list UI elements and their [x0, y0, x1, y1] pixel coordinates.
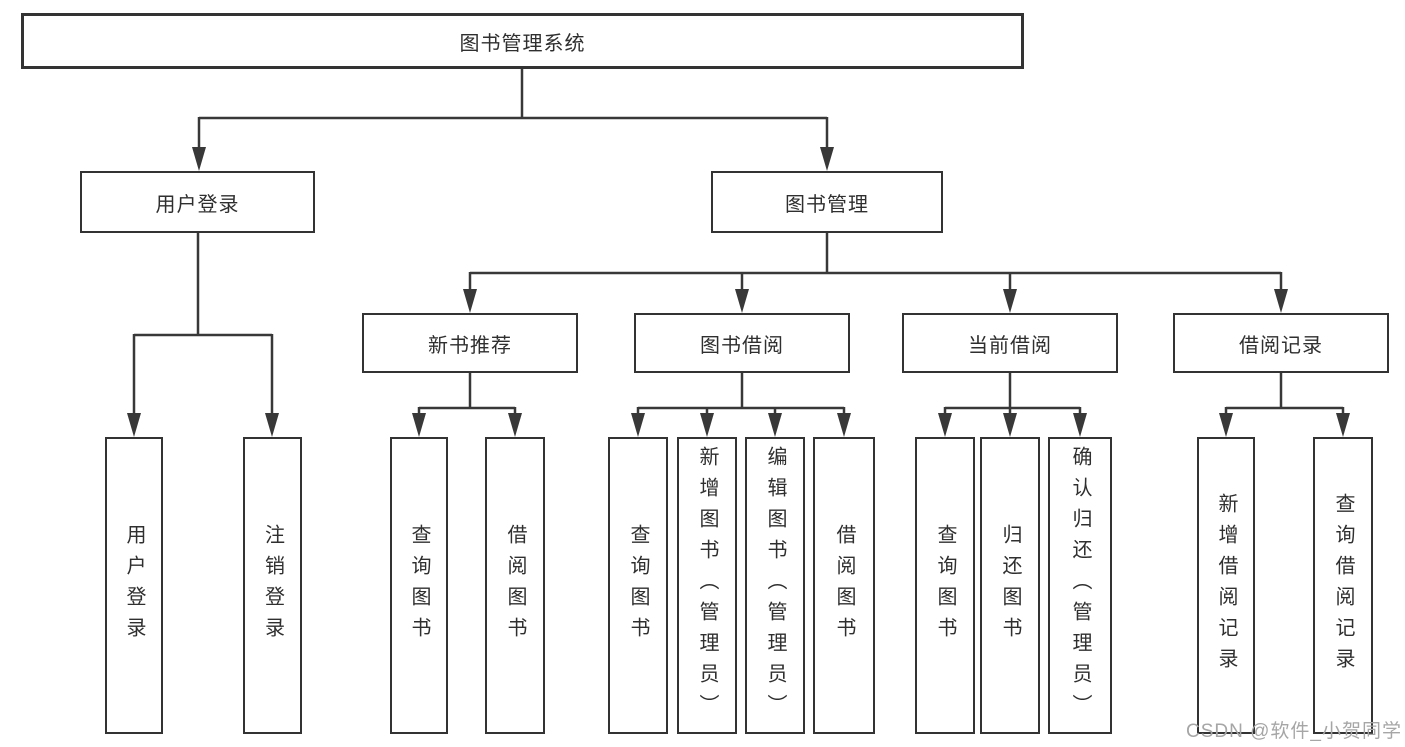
- arrowheads: [127, 147, 1350, 437]
- leaf-edit-books-admin: 编辑图书（管理员）: [745, 437, 805, 734]
- node-root-label: 图书管理系统: [459, 32, 586, 55]
- node-root: 图书管理系统: [21, 13, 1024, 69]
- leaf-search-borrow-record-label: 查询借阅记录: [1332, 492, 1354, 679]
- node-book-borrowing-label: 图书借阅: [700, 334, 784, 357]
- node-new-book-recommendation-label: 新书推荐: [428, 334, 512, 357]
- node-user-login: 用户登录: [80, 171, 315, 233]
- leaf-recommend-search-books-label: 查询图书: [408, 523, 430, 648]
- leaf-recommend-borrow-books: 借阅图书: [485, 437, 545, 734]
- node-current-borrowing-label: 当前借阅: [968, 334, 1052, 357]
- node-current-borrowing: 当前借阅: [902, 313, 1118, 373]
- leaf-add-borrow-record: 新增借阅记录: [1197, 437, 1255, 734]
- node-borrowing-records-label: 借阅记录: [1239, 334, 1323, 357]
- node-new-book-recommendation: 新书推荐: [362, 313, 578, 373]
- leaf-borrowing-search-books-label: 查询图书: [627, 523, 649, 648]
- leaf-recommend-search-books: 查询图书: [390, 437, 448, 734]
- leaf-borrowing-borrow-books: 借阅图书: [813, 437, 875, 734]
- leaf-current-search-books: 查询图书: [915, 437, 975, 734]
- leaf-add-books-admin-label: 新增图书（管理员）: [696, 446, 718, 725]
- node-user-login-label: 用户登录: [155, 193, 240, 216]
- csdn-watermark: CSDN @软件_小贺同学: [1186, 721, 1402, 742]
- leaf-edit-books-admin-label: 编辑图书（管理员）: [764, 446, 786, 725]
- leaf-user-login-label: 用户登录: [123, 523, 145, 648]
- leaf-confirm-return-admin: 确认归还（管理员）: [1048, 437, 1112, 734]
- tree-edges: [132, 69, 1345, 427]
- leaf-borrowing-borrow-books-label: 借阅图书: [833, 523, 855, 648]
- leaf-user-login: 用户登录: [105, 437, 163, 734]
- node-book-management-label: 图书管理: [785, 193, 869, 216]
- leaf-borrowing-search-books: 查询图书: [608, 437, 668, 734]
- leaf-search-borrow-record: 查询借阅记录: [1313, 437, 1373, 734]
- node-book-borrowing: 图书借阅: [634, 313, 850, 373]
- leaf-recommend-borrow-books-label: 借阅图书: [504, 523, 526, 648]
- node-borrowing-records: 借阅记录: [1173, 313, 1389, 373]
- leaf-confirm-return-admin-label: 确认归还（管理员）: [1069, 446, 1091, 725]
- leaf-add-books-admin: 新增图书（管理员）: [677, 437, 737, 734]
- leaf-logout: 注销登录: [243, 437, 302, 734]
- leaf-current-search-books-label: 查询图书: [934, 523, 956, 648]
- leaf-return-books: 归还图书: [980, 437, 1040, 734]
- leaf-add-borrow-record-label: 新增借阅记录: [1215, 492, 1237, 679]
- leaf-return-books-label: 归还图书: [999, 523, 1021, 648]
- node-book-management: 图书管理: [711, 171, 943, 233]
- leaf-logout-label: 注销登录: [261, 523, 284, 648]
